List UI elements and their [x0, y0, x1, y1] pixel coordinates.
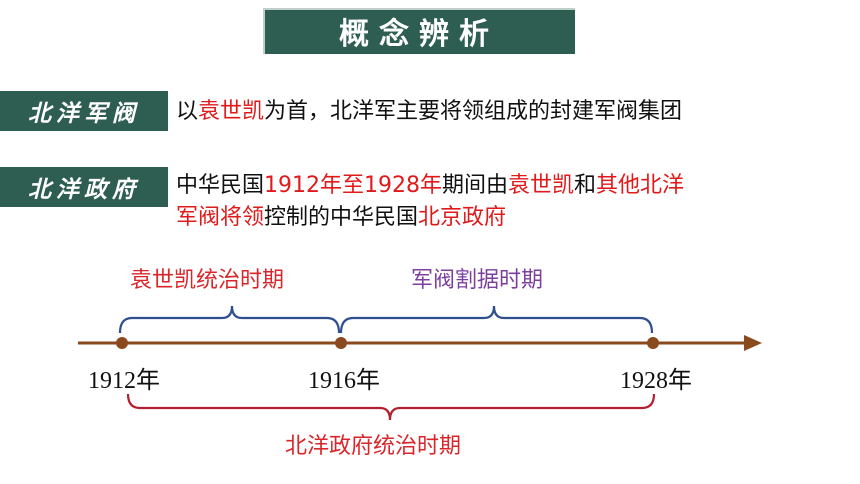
- timeline-point-1912: [116, 337, 128, 349]
- text-segment: 为首，北洋军主要将领组成的封建军阀集团: [264, 99, 683, 124]
- concept-tag-beiyang-government: 北洋政府: [0, 167, 168, 207]
- text-segment: 军阀将领: [176, 205, 265, 230]
- year-label-1916: 1916年: [308, 368, 380, 394]
- text-segment: 和: [574, 173, 597, 198]
- brace-yuan-period: [118, 305, 341, 334]
- period-label-warlords: 军阀割据时期: [411, 268, 544, 293]
- text-segment: 其他北洋: [596, 173, 685, 198]
- brace-warlord-period: [339, 305, 654, 334]
- text-segment: 1912年至1928年: [264, 173, 442, 198]
- period-label-beiyang-government: 北洋政府统治时期: [285, 434, 462, 459]
- period-label-yuan: 袁世凯统治时期: [130, 268, 285, 293]
- timeline-point-1928: [647, 337, 659, 349]
- section-title: 概念辨析: [263, 8, 575, 54]
- text-segment: 袁世凯: [198, 99, 265, 124]
- year-label-1928: 1928年: [620, 368, 692, 394]
- text-segment: 北京政府: [418, 205, 507, 230]
- concept-definition-government-line2: 军阀将领控制的中华民国北京政府: [176, 201, 506, 235]
- text-segment: 以: [176, 99, 199, 124]
- concept-definition-government-line1: 中华民国1912年至1928年期间由袁世凯和其他北洋: [176, 169, 684, 203]
- text-segment: 中华民国: [176, 173, 265, 198]
- text-segment: 控制的中华民国: [264, 205, 419, 230]
- timeline-point-1916: [335, 337, 347, 349]
- brace-beiyang-government-period: [126, 393, 656, 421]
- year-label-1912: 1912年: [88, 368, 160, 394]
- concept-tag-beiyang-warlords: 北洋军阀: [0, 91, 168, 131]
- text-segment: 袁世凯: [508, 173, 575, 198]
- timeline-arrowhead: [744, 335, 762, 351]
- concept-definition-warlords: 以袁世凯为首，北洋军主要将领组成的封建军阀集团: [176, 95, 682, 129]
- text-segment: 期间由: [442, 173, 509, 198]
